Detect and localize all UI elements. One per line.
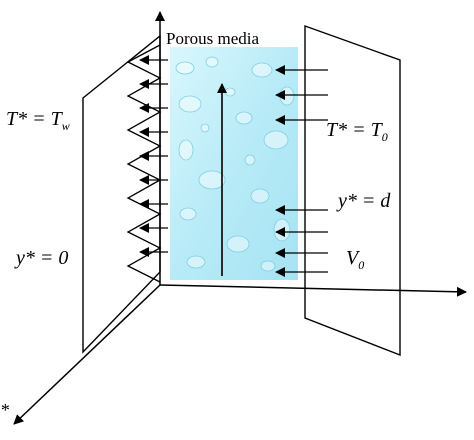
wall-temperature-label: T* = Tw [6, 108, 70, 133]
y-d-label: y* = d [336, 190, 391, 212]
x-axis [159, 284, 467, 297]
porous-media-block [170, 47, 298, 280]
temperature-profile [126, 44, 162, 283]
right-plate [304, 25, 401, 357]
wall-arrows [139, 55, 168, 257]
free-stream-temperature-label: T* = T0 [326, 119, 388, 144]
suction-velocity-label: V0 [346, 247, 364, 272]
suction-arrows [275, 65, 328, 277]
z-axis-label: * [0, 400, 9, 420]
z-axis [13, 284, 161, 425]
y-zero-label: y* = 0 [14, 247, 68, 269]
porous-media-title: Porous media [166, 29, 259, 48]
